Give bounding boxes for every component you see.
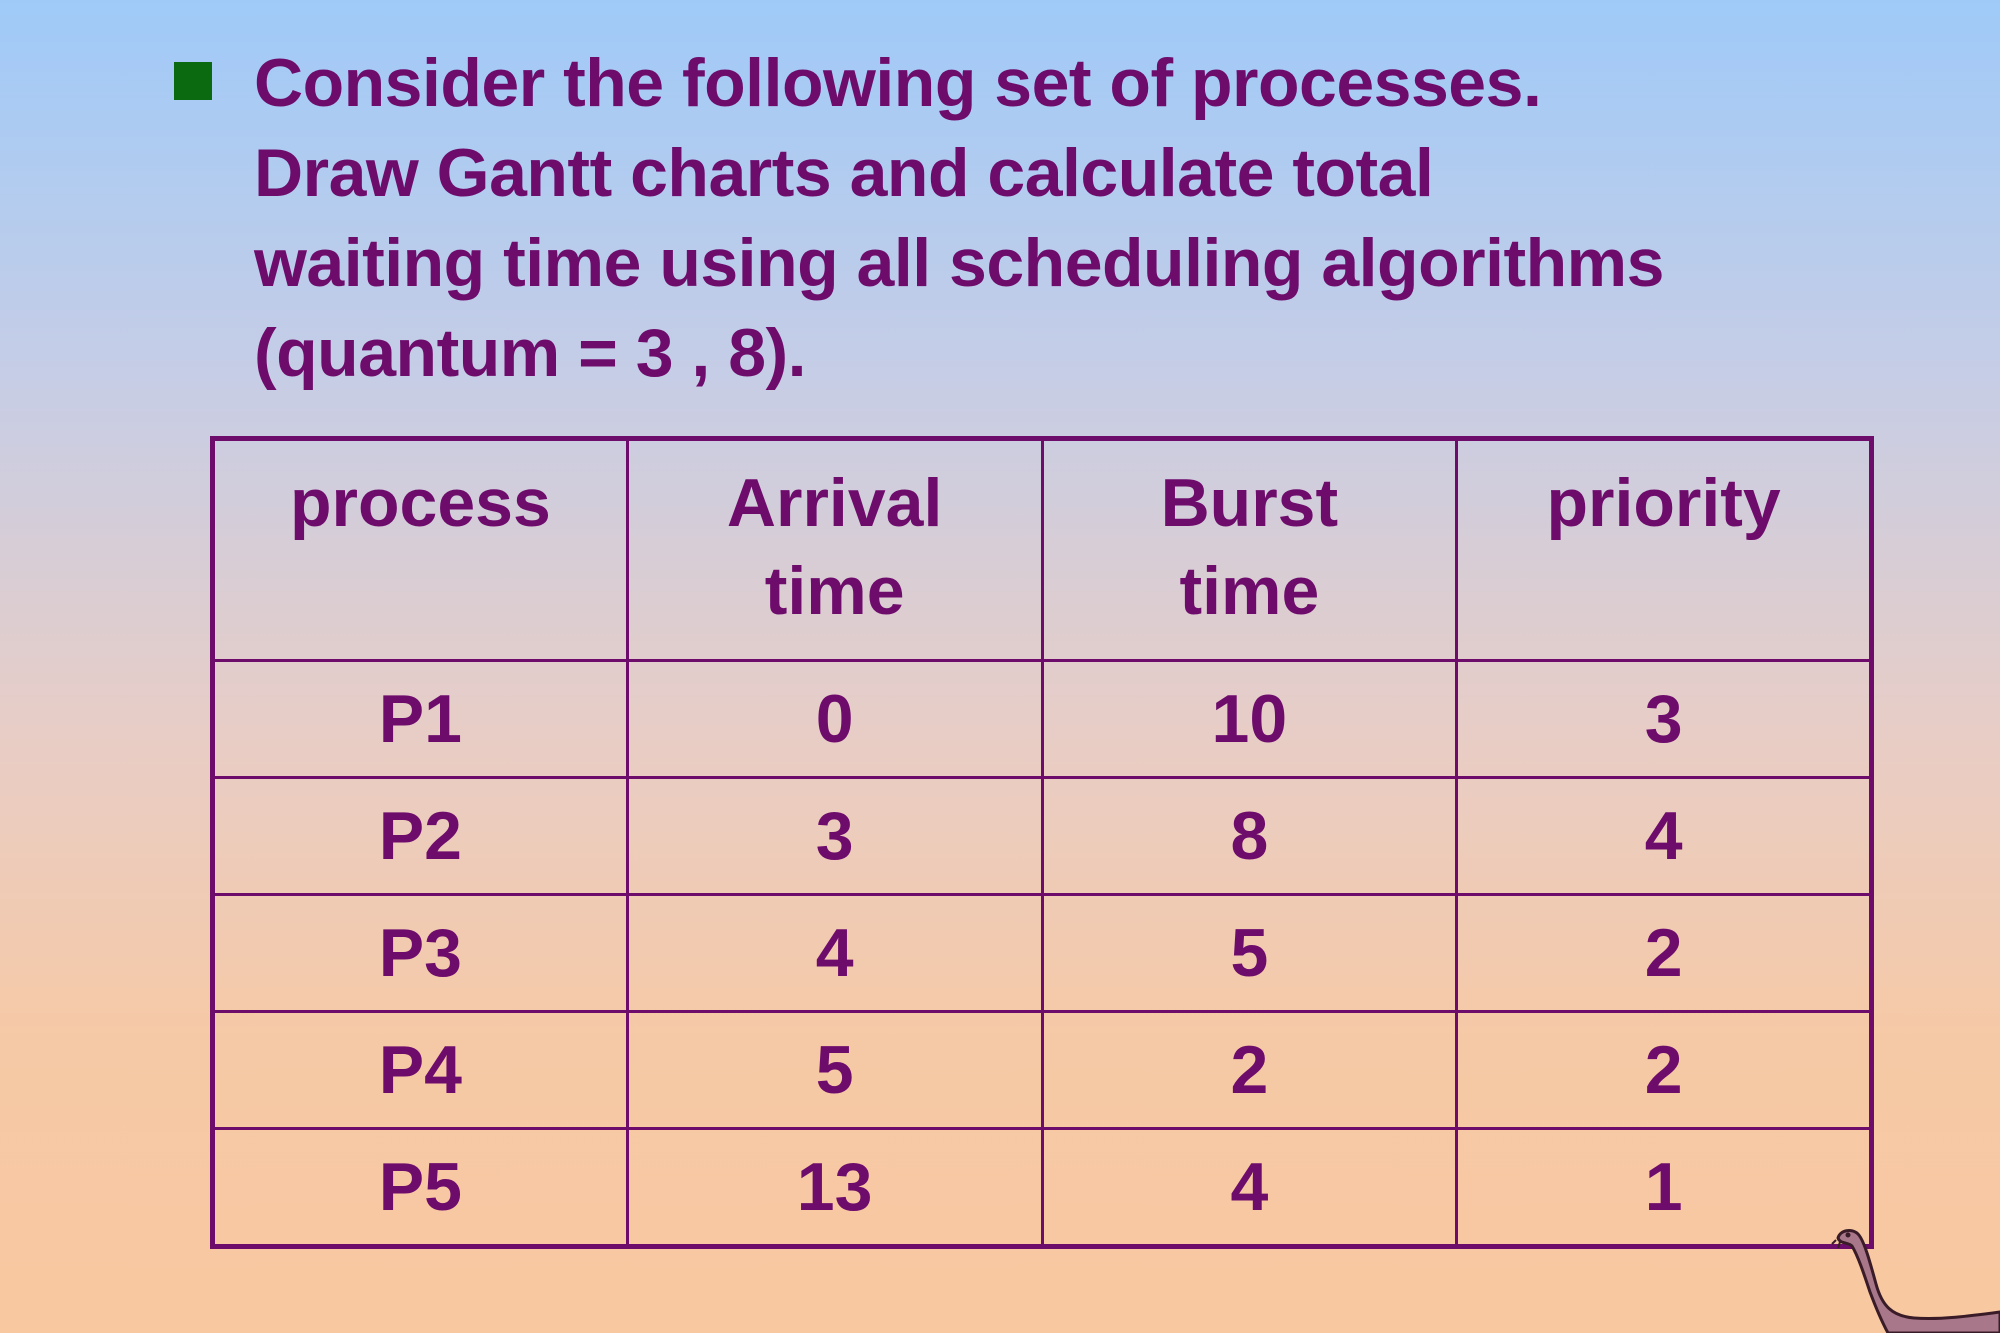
- cell-arrival-time: 13: [625, 1127, 1044, 1248]
- cell-process: P3: [211, 893, 629, 1013]
- cell-priority: 1: [1455, 1127, 1873, 1248]
- cell-process: P5: [211, 1127, 629, 1248]
- cell-arrival-time: 4: [625, 893, 1044, 1013]
- header-burst-time: Burst time: [1040, 437, 1459, 662]
- cell-priority: 2: [1455, 893, 1873, 1013]
- table-row: P3 4 5 2: [211, 893, 1873, 1013]
- cell-arrival-time: 0: [625, 659, 1044, 779]
- header-arrival-time: Arrival time: [625, 437, 1044, 662]
- header-priority: priority: [1455, 437, 1873, 662]
- cell-priority: 2: [1455, 1010, 1873, 1130]
- table-row: P2 3 8 4: [211, 776, 1873, 896]
- cell-burst-time: 10: [1040, 659, 1459, 779]
- cell-arrival-time: 5: [625, 1010, 1044, 1130]
- process-table: process Arrival time Burst time priority…: [210, 436, 1874, 1249]
- table-row: P5 13 4 1: [211, 1127, 1873, 1248]
- cell-burst-time: 8: [1040, 776, 1459, 896]
- table-row: P1 0 10 3: [211, 659, 1873, 779]
- table-header-row: process Arrival time Burst time priority: [211, 437, 1873, 662]
- cell-arrival-time: 3: [625, 776, 1044, 896]
- dinosaur-icon: [1831, 1229, 2000, 1333]
- cell-burst-time: 5: [1040, 893, 1459, 1013]
- question-text: Consider the following set of processes.…: [254, 45, 1664, 391]
- square-bullet-icon: [174, 62, 212, 100]
- cell-process: P4: [211, 1010, 629, 1130]
- table-row: P4 5 2 2: [211, 1010, 1873, 1130]
- cell-process: P1: [211, 659, 629, 779]
- cell-burst-time: 4: [1040, 1127, 1459, 1248]
- cell-process: P2: [211, 776, 629, 896]
- cell-burst-time: 2: [1040, 1010, 1459, 1130]
- cell-priority: 4: [1455, 776, 1873, 896]
- cell-priority: 3: [1455, 659, 1873, 779]
- header-process: process: [211, 437, 629, 662]
